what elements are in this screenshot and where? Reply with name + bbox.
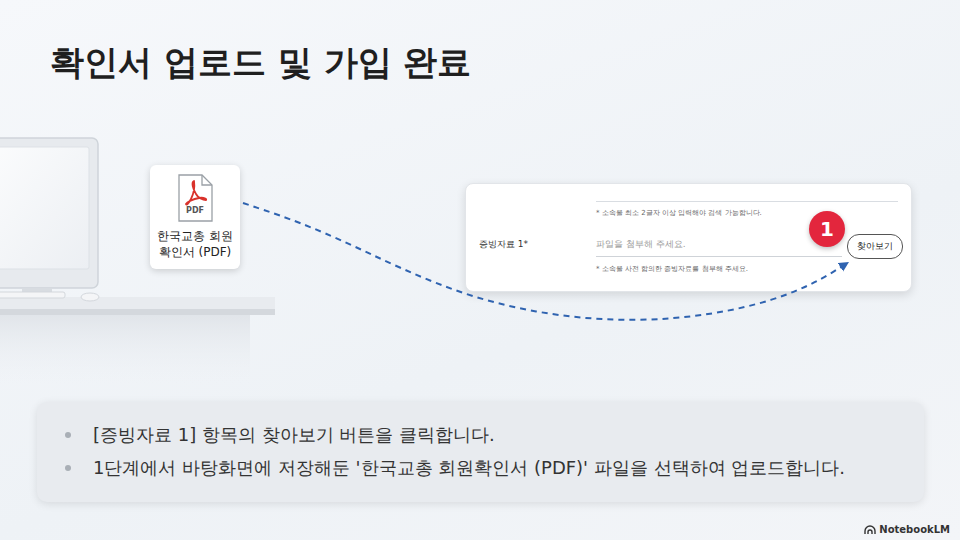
file-name: 한국교총 회원확인서 (PDF) <box>157 229 233 260</box>
bullet-dot <box>65 465 71 471</box>
upload-form-card: * 소속을 최소 2글자 이상 입력해야 검색 가능합니다. 증빙자료 1* 파일을… <box>465 183 912 292</box>
acrobat-swirl <box>186 181 206 205</box>
form-hint: * 소속을 최소 2글자 이상 입력해야 검색 가능합니다. <box>596 208 762 218</box>
desk-shadow <box>0 315 250 385</box>
mouse <box>81 293 99 301</box>
file-card: PDF 한국교총 회원확인서 (PDF) <box>150 165 240 269</box>
field-underline <box>596 256 842 257</box>
document-fold <box>202 175 212 185</box>
field-placeholder: 파일을 첨부해 주세요. <box>596 238 686 251</box>
monitor-frame <box>0 138 98 288</box>
instruction-text: 1단계에서 바탕화면에 저장해둔 '한국교총 회원확인서 (PDF)' 파일을 … <box>93 455 904 481</box>
form-hint: * 소속을 사전 합의한 증빙자료를 첨부해 주세요. <box>596 264 748 274</box>
desk-top <box>0 297 275 309</box>
callout-number-text: 1 <box>820 217 834 241</box>
instruction-panel: [증빙자료 1] 항목의 찾아보기 버튼을 클릭합니다. 1단계에서 바탕화면에 … <box>37 402 924 502</box>
watermark: NotebookLM <box>879 524 950 535</box>
slide-title: 확인서 업로드 및 가입 완료 <box>50 40 471 86</box>
keyboard <box>0 292 65 298</box>
file-type-label: PDF <box>150 206 240 215</box>
field-label: 증빙자료 1* <box>479 238 528 251</box>
button-text: 찾아보기 <box>857 240 893 253</box>
callout-number: 1 <box>809 211 845 247</box>
form-rule <box>596 201 898 202</box>
watermark-group: NotebookLM <box>864 524 950 535</box>
bullet-dot <box>65 432 71 438</box>
watermark-icon <box>864 525 876 535</box>
monitor-screen <box>0 147 89 269</box>
instruction-text: [증빙자료 1] 항목의 찾아보기 버튼을 클릭합니다. <box>93 422 904 448</box>
desk-edge <box>0 309 275 315</box>
browse-button: 찾아보기 <box>847 234 903 259</box>
dashed-arrow <box>243 203 849 320</box>
